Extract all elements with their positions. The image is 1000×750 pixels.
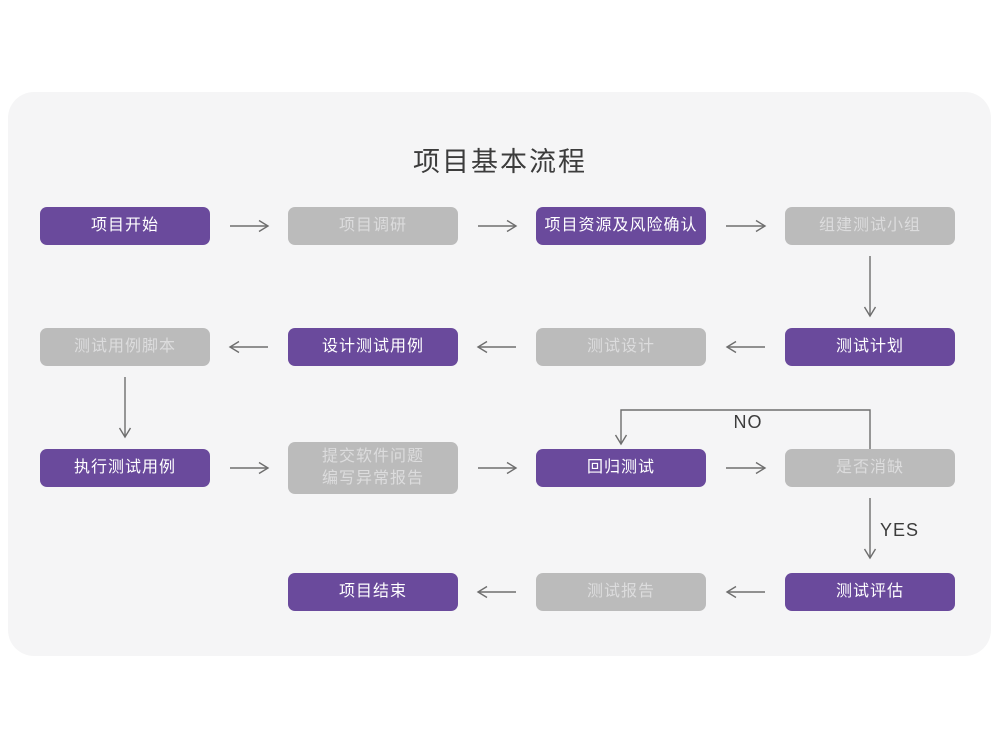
node-project-research[interactable]: 项目调研 [288,207,458,245]
node-label: 回归测试 [586,459,655,476]
node-project-start[interactable]: 项目开始 [40,207,210,245]
node-label: 测试用例脚本 [73,338,176,355]
node-test-design[interactable]: 测试设计 [536,328,706,366]
node-label: 项目资源及风险确认 [544,217,698,234]
node-test-case-scripts[interactable]: 测试用例脚本 [40,328,210,366]
node-submit-issues-report[interactable]: 提交软件问题 编写异常报告 [288,442,458,494]
node-label: 测试计划 [835,338,904,355]
node-label-line2: 编写异常报告 [321,470,424,487]
node-resources-risk[interactable]: 项目资源及风险确认 [536,207,706,245]
node-label: 是否消缺 [835,459,904,476]
node-label: 设计测试用例 [321,338,424,355]
node-label: 测试设计 [586,338,655,355]
node-test-evaluation[interactable]: 测试评估 [785,573,955,611]
node-design-test-cases[interactable]: 设计测试用例 [288,328,458,366]
node-label-line1: 提交软件问题 [321,448,424,465]
node-label: 测试报告 [586,583,655,600]
node-defect-resolved[interactable]: 是否消缺 [785,449,955,487]
page-title: 项目基本流程 [413,147,587,177]
node-label: 测试评估 [835,583,904,600]
node-execute-test-cases[interactable]: 执行测试用例 [40,449,210,487]
node-regression-test[interactable]: 回归测试 [536,449,706,487]
node-label: 执行测试用例 [73,459,176,476]
node-build-test-team[interactable]: 组建测试小组 [785,207,955,245]
node-test-report[interactable]: 测试报告 [536,573,706,611]
node-test-plan[interactable]: 测试计划 [785,328,955,366]
node-label: 项目结束 [338,583,407,600]
node-project-end[interactable]: 项目结束 [288,573,458,611]
branch-label-no: NO [733,412,763,432]
branch-label-yes: YES [880,520,920,540]
node-label: 项目调研 [338,217,407,234]
flowchart-card [8,92,991,656]
node-label: 项目开始 [90,217,159,234]
node-label: 组建测试小组 [818,217,921,234]
